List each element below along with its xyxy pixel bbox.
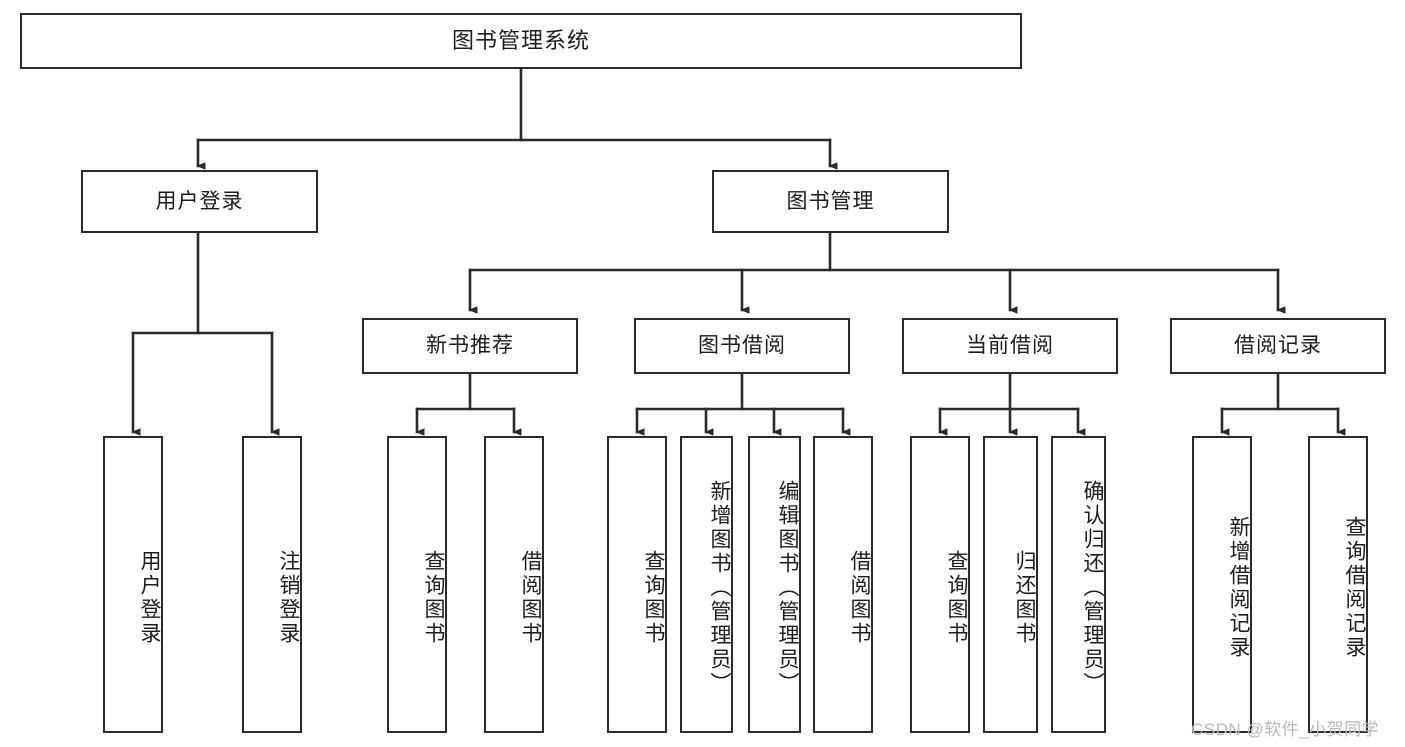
leaf-add-book-admin[interactable]: 新增图书（管理员） — [680, 436, 733, 733]
node-book-borrowing[interactable]: 图书借阅 — [634, 318, 850, 374]
leaf-query-books-new-book-rec[interactable]: 查询图书 — [387, 436, 447, 733]
leaf-logout[interactable]: 注销登录 — [242, 436, 302, 733]
leaf-add-borrow-record[interactable]: 新增借阅记录 — [1192, 436, 1252, 733]
node-new-book-recommendation[interactable]: 新书推荐 — [362, 318, 578, 374]
leaf-return-books[interactable]: 归还图书 — [983, 436, 1038, 733]
leaf-borrow-books-new-book-rec[interactable]: 借阅图书 — [484, 436, 544, 733]
csdn-watermark: CSDN @软件_小贺同学 — [1191, 720, 1380, 739]
leaf-query-books-book-borrow[interactable]: 查询图书 — [607, 436, 667, 733]
node-borrow-records[interactable]: 借阅记录 — [1170, 318, 1386, 374]
leaf-query-books-current-borrow[interactable]: 查询图书 — [910, 436, 970, 733]
node-book-management[interactable]: 图书管理 — [712, 170, 949, 233]
leaf-confirm-return-admin[interactable]: 确认归还（管理员） — [1051, 436, 1106, 733]
node-root-book-management-system[interactable]: 图书管理系统 — [20, 13, 1022, 69]
leaf-borrow-books-book-borrow[interactable]: 借阅图书 — [813, 436, 873, 733]
leaf-edit-book-admin[interactable]: 编辑图书（管理员） — [748, 436, 801, 733]
leaf-query-borrow-record[interactable]: 查询借阅记录 — [1308, 436, 1368, 733]
node-user-login[interactable]: 用户登录 — [81, 170, 318, 233]
node-current-borrowing[interactable]: 当前借阅 — [902, 318, 1118, 374]
leaf-user-login[interactable]: 用户登录 — [103, 436, 163, 733]
